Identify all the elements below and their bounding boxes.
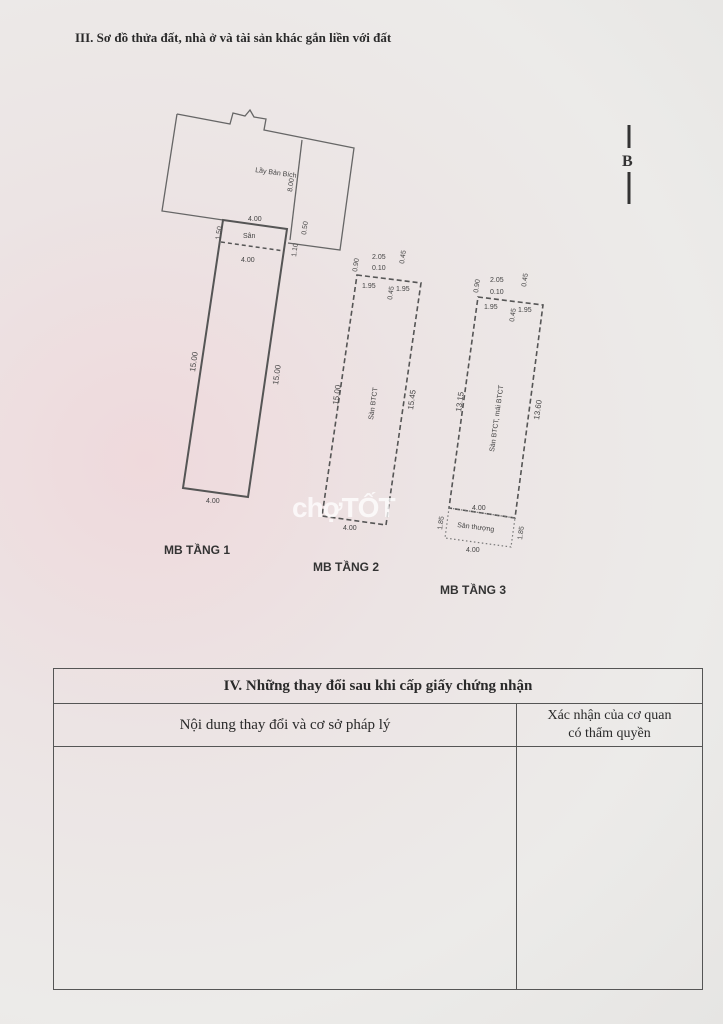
dim: 1.85 xyxy=(517,526,526,541)
north-arrow-icon: B xyxy=(622,125,633,204)
dim: 0.10 xyxy=(372,265,386,272)
dim: 0.90 xyxy=(352,258,361,273)
dim: 0.50 xyxy=(301,221,310,236)
terrace-label: Sân thượng xyxy=(457,522,495,534)
floor-2-plan: 2.05 0.10 0.90 0.45 0.45 1.95 1.95 15.00… xyxy=(321,250,422,532)
col2-line2: có thẩm quyền xyxy=(568,726,651,741)
dim: 1.10 xyxy=(291,243,300,258)
dim: 15.45 xyxy=(406,389,418,411)
dim: 1.95 xyxy=(518,307,532,314)
dim: 4.00 xyxy=(343,525,357,532)
dim: 13.60 xyxy=(532,399,544,421)
content-cell xyxy=(54,747,517,990)
road-label: Lầy Bản Bích xyxy=(255,165,298,180)
section-4-title: IV. Những thay đổi sau khi cấp giấy chứn… xyxy=(54,669,702,704)
dim: 4.00 xyxy=(466,547,480,554)
dim: 13.15 xyxy=(454,391,466,413)
land-plot-diagram: B Lầy Bản Bích 8.00 4.00 Sân 4.00 1.50 1… xyxy=(161,108,633,554)
yard-label: Sân xyxy=(243,233,256,240)
dim: 2.05 xyxy=(372,254,386,261)
changes-table: IV. Những thay đổi sau khi cấp giấy chứn… xyxy=(53,668,703,990)
confirmation-cell xyxy=(517,747,702,990)
floor-2-inner-label: Sàn BTCT xyxy=(368,386,380,420)
dim: 0.45 xyxy=(509,308,518,323)
dim: 0.45 xyxy=(399,250,408,265)
column-header-confirmation: Xác nhận của cơ quan có thẩm quyền xyxy=(517,704,702,746)
floor-1-plan: 4.00 Sân 4.00 1.50 1.10 0.50 15.00 15.00… xyxy=(181,216,310,505)
dim: 1.50 xyxy=(215,226,224,241)
floor-3-label: MB TẦNG 3 xyxy=(440,583,506,597)
floor-3-plan: 2.05 0.10 0.90 0.45 0.45 1.95 1.95 13.15… xyxy=(437,273,544,554)
section-3-title: III. Sơ đồ thửa đất, nhà ở và tài sản kh… xyxy=(75,30,392,45)
dim: 1.85 xyxy=(437,516,446,531)
dim: 0.45 xyxy=(521,273,530,288)
dim: 4.00 xyxy=(248,216,262,223)
floor-3-inner-label: Sàn BTCT, mái BTCT xyxy=(489,384,505,452)
dim: 15.00 xyxy=(271,364,283,386)
dim: 15.00 xyxy=(188,351,200,373)
dim: 1.95 xyxy=(362,283,376,290)
dim: 15.00 xyxy=(331,384,343,406)
watermark-logo: chợTỐT xyxy=(292,492,396,523)
road-outline xyxy=(161,108,355,251)
dim: 2.05 xyxy=(490,277,504,284)
dim: 4.00 xyxy=(206,498,220,505)
road-dim: 8.00 xyxy=(287,178,296,193)
dim: 0.90 xyxy=(473,279,482,294)
dim: 4.00 xyxy=(241,257,255,264)
dim: 1.95 xyxy=(396,286,410,293)
dim: 0.45 xyxy=(387,286,396,301)
dim: 4.00 xyxy=(472,505,486,512)
north-label: B xyxy=(622,153,633,170)
floor-2-label: MB TẦNG 2 xyxy=(313,560,379,574)
floor-1-label: MB TẦNG 1 xyxy=(164,543,230,557)
col2-line1: Xác nhận của cơ quan xyxy=(547,708,672,723)
dim: 1.95 xyxy=(484,304,498,311)
column-header-content: Nội dung thay đổi và cơ sở pháp lý xyxy=(54,704,517,746)
dim: 0.10 xyxy=(490,289,504,296)
